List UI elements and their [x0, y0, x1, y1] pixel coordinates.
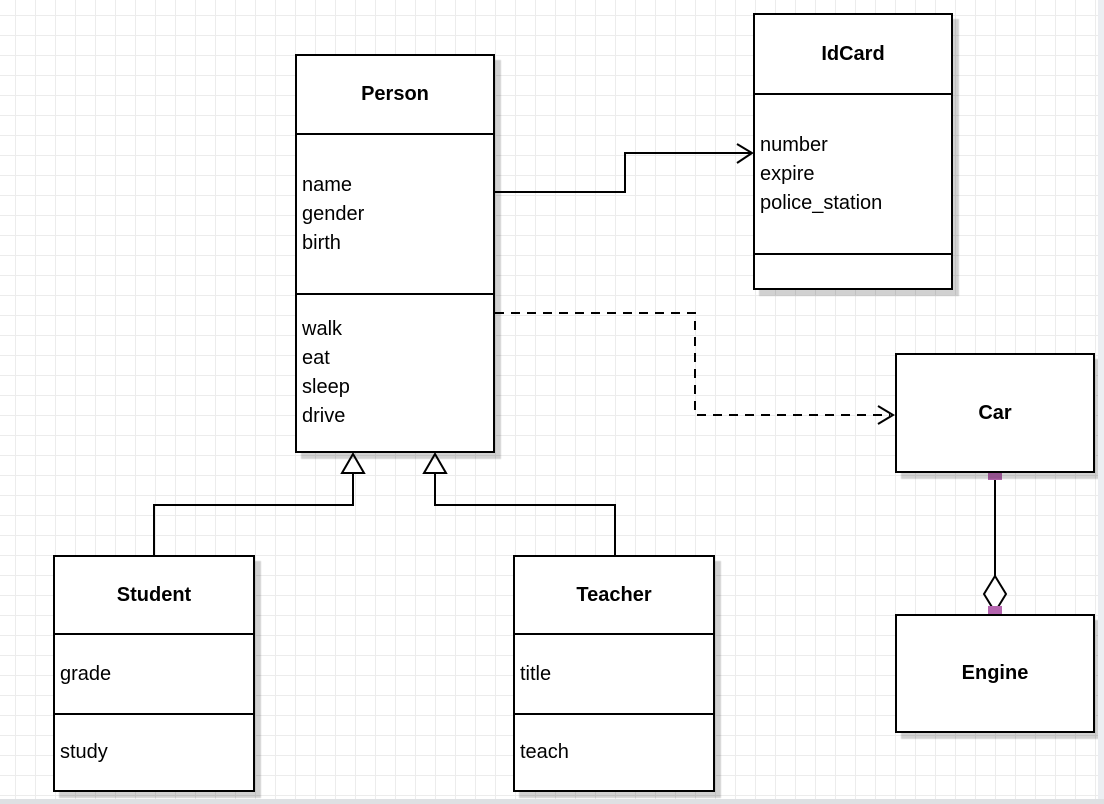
class-student-attributes: grade	[55, 633, 253, 713]
method: walk	[302, 318, 343, 340]
class-student-methods: study	[55, 713, 253, 790]
canvas-edge-right	[1098, 0, 1104, 804]
class-student-title: Student	[116, 583, 192, 606]
open-arrowhead-icon	[736, 143, 754, 164]
class-idcard-title: IdCard	[821, 42, 885, 65]
edge-association-person-idcard[interactable]	[495, 143, 754, 193]
method: teach	[520, 741, 569, 763]
class-teacher[interactable]: Teacher title teach	[513, 555, 715, 792]
class-car-title: Car	[978, 401, 1012, 424]
class-idcard-attributes: number expire police_station	[755, 93, 951, 253]
class-person-methods: walk eat sleep drive	[297, 293, 493, 451]
class-student[interactable]: Student grade study	[53, 555, 255, 792]
dependency-line[interactable]	[495, 312, 890, 416]
attribute: title	[520, 662, 552, 685]
method: drive	[302, 405, 346, 427]
attribute: birth	[302, 231, 341, 254]
open-arrowhead-icon	[877, 405, 895, 425]
class-person[interactable]: Person name gender birth walk eat sleep …	[295, 54, 495, 453]
class-teacher-attributes: title	[515, 633, 713, 713]
method: eat	[302, 347, 330, 369]
hollow-triangle-arrowhead-icon	[422, 452, 448, 474]
attribute: expire	[760, 162, 815, 185]
class-idcard-methods	[755, 253, 951, 288]
class-engine-title: Engine	[961, 662, 1029, 684]
generalization-line[interactable]	[434, 472, 616, 555]
attribute: gender	[302, 202, 365, 225]
class-car[interactable]: Car	[895, 353, 1095, 473]
class-person-title: Person	[361, 83, 429, 105]
association-line[interactable]	[495, 152, 751, 193]
edge-dependency-person-car[interactable]	[495, 312, 895, 425]
hollow-triangle-arrowhead-icon	[340, 452, 366, 474]
edge-generalization-teacher-person[interactable]	[422, 452, 616, 555]
edge-generalization-student-person[interactable]	[153, 452, 366, 555]
edge-aggregation-car-engine[interactable]	[982, 466, 1008, 620]
attribute: name	[302, 173, 353, 196]
method: sleep	[302, 376, 350, 398]
canvas-edge-bottom	[0, 799, 1104, 804]
attribute: number	[760, 133, 828, 156]
class-idcard[interactable]: IdCard number expire police_station	[753, 13, 953, 290]
generalization-line[interactable]	[153, 472, 354, 555]
class-engine[interactable]: Engine	[895, 614, 1095, 733]
attribute: police_station	[760, 191, 883, 214]
class-teacher-methods: teach	[515, 713, 713, 790]
class-teacher-title: Teacher	[576, 583, 652, 606]
class-person-attributes: name gender birth	[297, 133, 493, 293]
method: study	[60, 741, 108, 763]
attribute: grade	[60, 662, 112, 685]
